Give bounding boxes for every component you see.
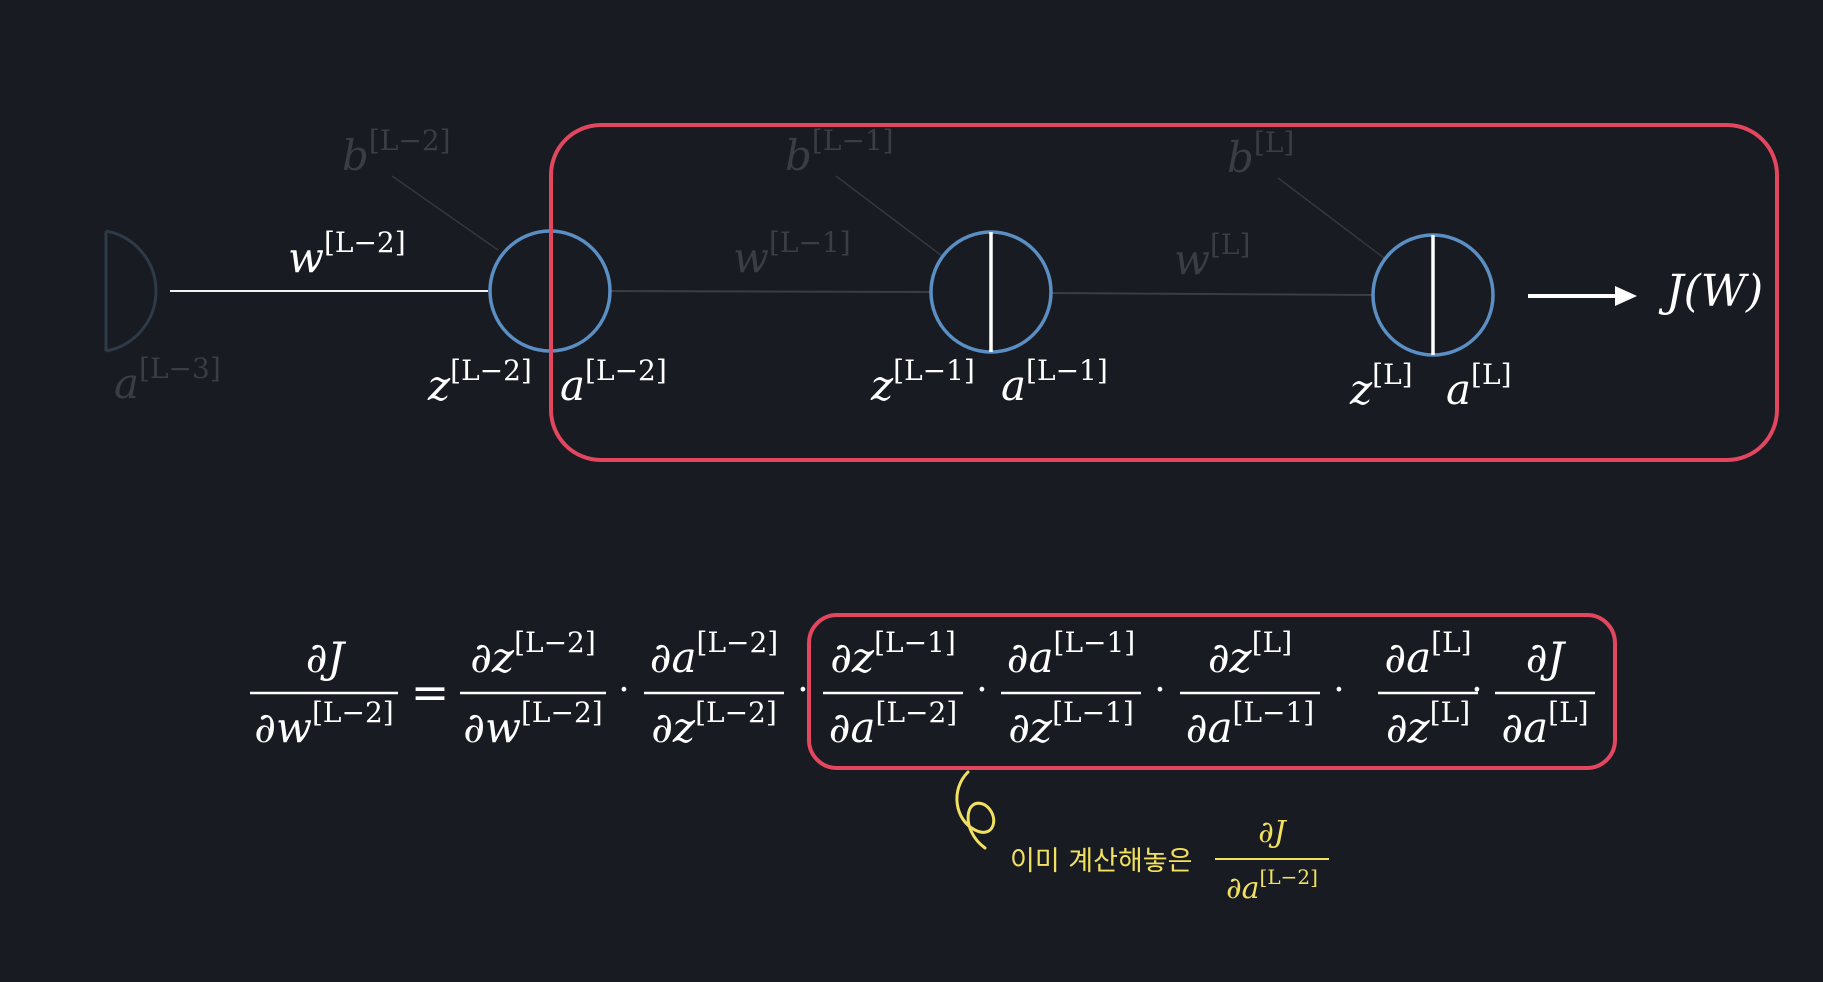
term-3-denominator: ∂a[L−2] [829,696,957,752]
term-6-denominator: ∂z[L] [1386,696,1470,752]
a-label-l-minus-2: a[L−2] [560,354,667,410]
weight-label-l-minus-2: w[L−2] [288,226,406,282]
annotation-swirl-icon [955,770,996,850]
z-label-l: z[L] [1349,358,1413,414]
input-node [105,229,158,353]
weight-line-l [1051,292,1373,296]
output-cost-label: J(W) [1658,266,1763,317]
term-6-numerator: ∂a[L] [1384,626,1471,682]
equals-sign: = [411,665,450,719]
bias-label-l-minus-1: b[L−1] [785,124,894,180]
lhs-numerator: ∂J [306,633,347,682]
z-label-l-minus-1: z[L−1] [870,354,975,410]
term-5-fraction: ∂z[L] ∂a[L−1] [1180,626,1320,752]
term-1-fraction: ∂z[L−2] ∂w[L−2] [460,626,606,752]
highlight-box-network [549,123,1779,462]
multiply-dot-2: · [797,670,808,711]
annotation-text: 이미 계산해놓은 [1010,846,1192,877]
lhs-denominator: ∂w[L−2] [254,696,393,752]
bias-line-l-minus-2 [391,175,499,251]
term-4-denominator: ∂z[L−1] [1008,696,1134,752]
bias-label-l-minus-2: b[L−2] [342,124,451,180]
term-3-numerator: ∂z[L−1] [830,626,956,682]
multiply-dot-5: · [1333,670,1344,711]
annotation-frac-numerator: ∂J [1258,815,1288,850]
z-label-l-minus-2: z[L−2] [427,354,532,410]
network-diagram: a[L−3] w[L−2] w[L−1] w[L] b[L−2] b[L−1] … [104,123,1779,462]
multiply-dot-6: · [1471,670,1482,711]
handwritten-annotation: 이미 계산해놓은 ∂J ∂a[L−2] [955,770,1329,906]
highlight-box-equation [807,613,1617,770]
term-1-denominator: ∂w[L−2] [463,696,602,752]
input-activation-label: a[L−3] [114,352,221,408]
output-arrow-icon [1615,286,1637,306]
term-5-numerator: ∂z[L] [1208,626,1292,682]
chain-rule-equation: ∂J ∂w[L−2] = ∂z[L−2] ∂w[L−2] ∂a[L−2] ∂z[L−2… [250,613,1617,770]
rhs-terms: ∂z[L−2]∂w[L−2]∂a[L−2]∂z[L−2]∂z[L−1]∂a[L−… [460,626,1595,752]
annotation-frac-denominator: ∂a[L−2] [1226,865,1318,906]
term-7-fraction: ∂J ∂a[L] [1495,633,1595,752]
multiply-dot-3: · [976,670,987,711]
term-2-numerator: ∂a[L−2] [650,626,778,682]
term-5-denominator: ∂a[L−1] [1186,696,1314,752]
term-2-denominator: ∂z[L−2] [651,696,777,752]
term-4-fraction: ∂a[L−1] ∂z[L−1] [1001,626,1141,752]
term-1-numerator: ∂z[L−2] [470,626,596,682]
a-label-l-minus-1: a[L−1] [1001,354,1108,410]
term-7-numerator: ∂J [1526,633,1567,682]
bias-label-l: b[L] [1227,126,1294,182]
term-3-fraction: ∂z[L−1] ∂a[L−2] [823,626,963,752]
weight-label-l-minus-1: w[L−1] [733,226,851,282]
term-6-fraction: ∂a[L] ∂z[L] [1378,626,1478,752]
weight-label-l: w[L] [1174,228,1250,284]
lhs-fraction: ∂J ∂w[L−2] [250,633,398,752]
bias-line-l-minus-1 [835,175,943,257]
multiply-dot-1: · [618,670,629,711]
term-4-numerator: ∂a[L−1] [1007,626,1135,682]
term-2-fraction: ∂a[L−2] ∂z[L−2] [644,626,784,752]
bias-line-l [1277,177,1385,259]
term-7-denominator: ∂a[L] [1501,696,1588,752]
weight-line-l-minus-1 [609,290,931,293]
a-label-l: a[L] [1446,358,1512,414]
multiply-dot-4: · [1154,670,1165,711]
